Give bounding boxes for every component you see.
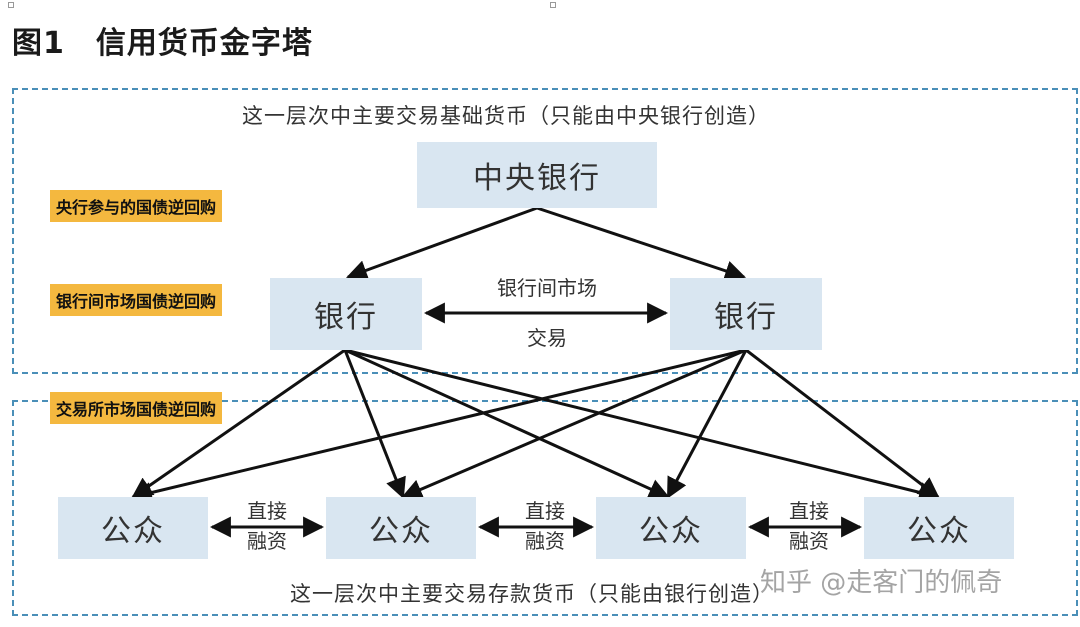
- base-money-zone-label: 这一层次中主要交易基础货币（只能由中央银行创造）: [242, 104, 770, 128]
- bank-right-node: 银行: [670, 278, 822, 350]
- central-repo-tag: 央行参与的国债逆回购: [50, 190, 223, 222]
- interbank-label-top: 银行间市场: [497, 276, 597, 300]
- arrow-bank-left-to-public-4: [344, 348, 941, 503]
- public-node: 公众: [596, 497, 746, 559]
- arrow-bank-right-to-public-4: [745, 348, 940, 499]
- arrow-bank-left-to-public-2: [343, 349, 406, 499]
- arrow-bank-left-to-public-3: [344, 348, 670, 499]
- figure-title: 图1 信用货币金字塔: [12, 26, 313, 61]
- exchange-repo-tag: 交易所市场国债逆回购: [50, 392, 223, 424]
- direct-financing-line: 直接: [789, 499, 829, 523]
- direct-financing-line: 融资: [525, 529, 565, 553]
- direct-financing-label-2: 直接 融资: [498, 496, 592, 556]
- arrow-bank-left-to-public-1: [131, 348, 346, 499]
- direct-financing-line: 直接: [525, 499, 565, 523]
- arrow-bank-right-to-public-2: [401, 348, 747, 500]
- direct-financing-label-1: 直接 融资: [220, 496, 314, 556]
- public-node: 公众: [58, 497, 208, 559]
- direct-financing-line: 融资: [789, 529, 829, 553]
- arrow-central-to-bank-right: [536, 206, 746, 281]
- deposit-money-zone-label: 这一层次中主要交易存款货币（只能由银行创造）: [290, 582, 774, 606]
- interbank-repo-tag: 银行间市场国债逆回购: [50, 284, 223, 316]
- bank-left-node: 银行: [270, 278, 422, 350]
- direct-financing-line: 融资: [247, 529, 287, 553]
- corner-mark-center: [550, 2, 556, 8]
- base-money-zone: [12, 88, 1078, 374]
- arrow-bank-right-to-public-3: [666, 349, 748, 499]
- corner-mark-left: [8, 2, 14, 8]
- arrow-central-to-bank-left: [346, 206, 538, 281]
- central-bank-node: 中央银行: [417, 142, 657, 208]
- arrow-bank-right-to-public-1: [130, 348, 747, 503]
- direct-financing-label-3: 直接 融资: [762, 496, 856, 556]
- direct-financing-line: 直接: [247, 499, 287, 523]
- watermark: 知乎 @走客门的佩奇: [760, 568, 1003, 598]
- public-node: 公众: [864, 497, 1014, 559]
- public-node: 公众: [326, 497, 476, 559]
- interbank-label-bottom: 交易: [527, 326, 567, 350]
